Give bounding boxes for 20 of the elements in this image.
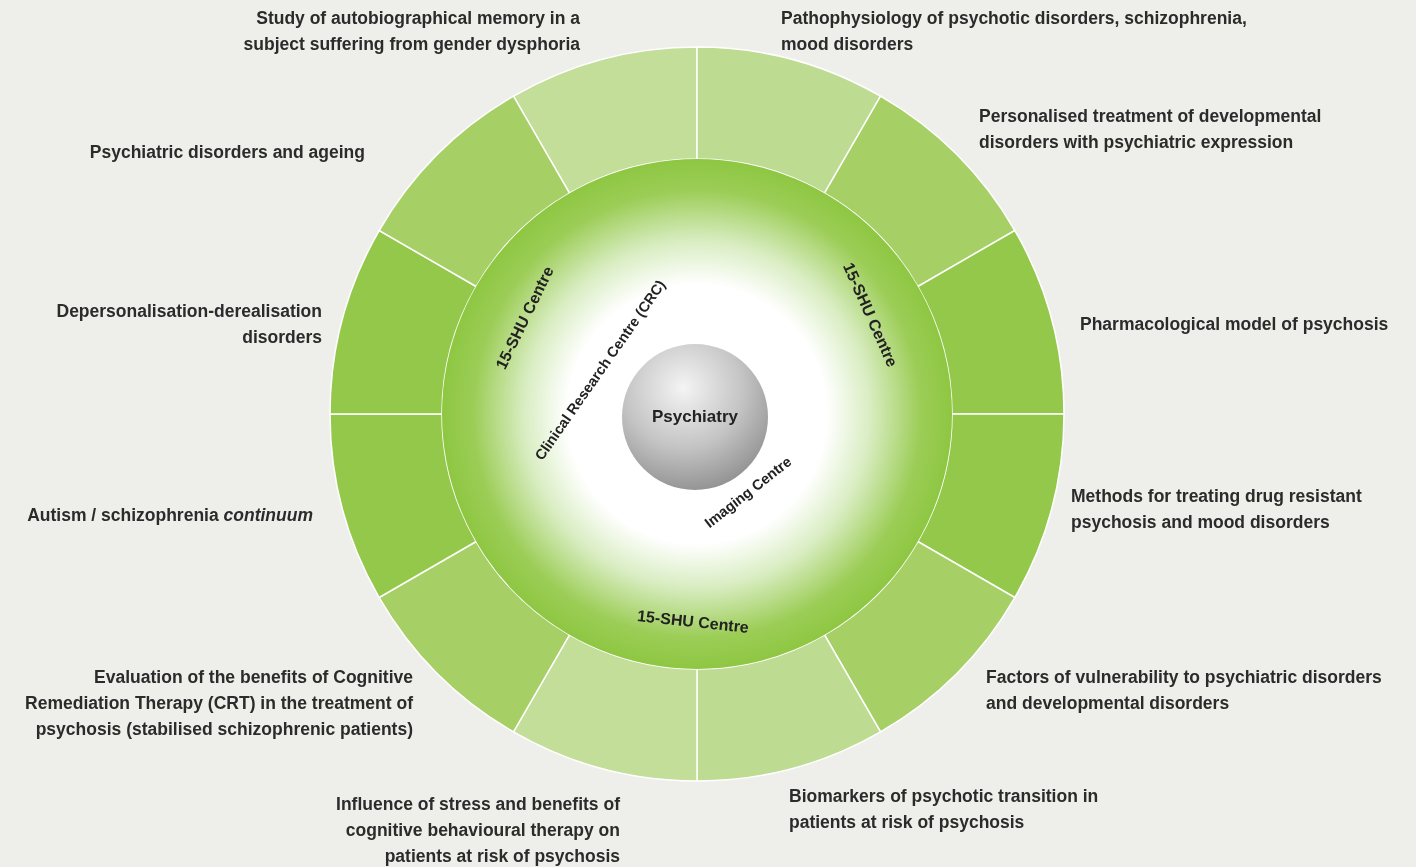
topic-label: Methods for treating drug resistant psychosis and mood disorders	[1071, 485, 1363, 534]
topic-label: Depersonalisation-derealisation disorders	[55, 300, 322, 349]
topic-label: Pharmacological model of psychosis	[1080, 313, 1390, 336]
topic-label: Personalised treatment of developmental disorders with psychiatric expression	[979, 105, 1323, 154]
topic-label: Study of autobiographical memory in a subject suffering from gender dysphoria	[242, 7, 580, 56]
ring-segment	[329, 413, 477, 599]
topic-label: Psychiatric disorders and ageing	[88, 141, 365, 164]
ring-segment	[512, 634, 698, 782]
topic-label: Autism / schizophrenia continuum	[26, 504, 313, 527]
ring-label: 15-SHU Centre	[636, 607, 750, 637]
ring-segment	[329, 229, 477, 415]
topic-label: Pathophysiology of psychotic disorders, schizophrenia, mood disorders	[781, 7, 1248, 56]
topic-label: Factors of vulnerability to psychiatric disorders and developmental disorders	[986, 666, 1383, 715]
ring-segment	[917, 229, 1065, 415]
topic-label: Evaluation of the benefits of Cognitive Remediation Therapy (CRT) in the treatment of psychosis (stabilised schizophrenic patients)	[24, 666, 413, 741]
topic-label: Influence of stress and benefits of cognitive behavioural therapy on patients at risk of psychosis	[335, 793, 620, 867]
ring-segment	[696, 634, 882, 782]
sphere-label: Psychiatry	[652, 407, 738, 427]
ring-segment	[917, 413, 1065, 599]
topic-label: Biomarkers of psychotic transition in patients at risk of psychosis	[789, 785, 1100, 834]
